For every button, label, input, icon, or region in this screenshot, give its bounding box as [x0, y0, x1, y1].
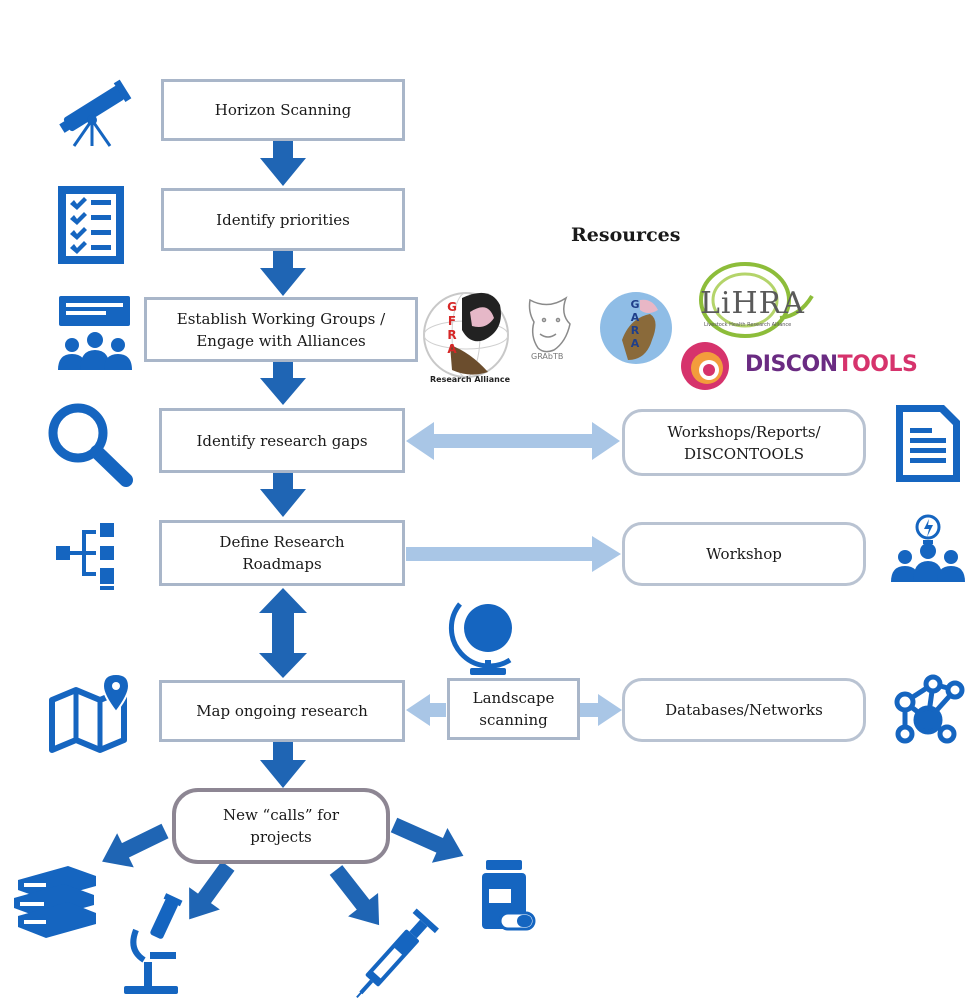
- lihra-logo: [699, 262, 814, 338]
- arrow-to-syringe: [329, 865, 380, 926]
- arrow-down-3: [260, 362, 306, 405]
- workshops-reports-label-line1: Workshops/Reports/: [667, 422, 821, 441]
- arrow-landscape-databases: [580, 694, 622, 726]
- arrow-down-1: [260, 140, 306, 186]
- discontools-logo: [681, 342, 729, 390]
- arrow-to-books: [102, 823, 169, 868]
- horizon-scanning-label: Horizon Scanning: [214, 101, 352, 119]
- resources-heading: Resources: [571, 224, 681, 246]
- identify-priorities-label: Identify priorities: [216, 210, 350, 229]
- arrow-down-4: [260, 473, 306, 517]
- discontools-part-a: DISCON: [745, 352, 838, 377]
- map-ongoing-research-box: Map ongoing research: [159, 680, 405, 742]
- arrow-roadmaps-workshop: [406, 536, 621, 572]
- databases-networks-box: Databases/Networks: [622, 678, 866, 742]
- gara-letter-a: A: [630, 311, 640, 324]
- arrow-landscape-map: [406, 694, 446, 726]
- research-gaps-box: Identify research gaps: [159, 408, 405, 473]
- landscape-scanning-label-line2: scanning: [479, 711, 548, 729]
- gfra-letter-g: G: [447, 300, 457, 314]
- research-roadmaps-box: Define Research Roadmaps: [159, 520, 405, 586]
- working-groups-label-line1: Establish Working Groups /: [176, 309, 386, 328]
- new-calls-label-line1: New “calls” for: [222, 806, 340, 824]
- gara-letters: G A R A: [629, 298, 641, 350]
- working-groups-box: Establish Working Groups / Engage with A…: [144, 297, 418, 362]
- arrow-to-microscope: [189, 861, 235, 920]
- gfra-letter-r: R: [447, 328, 457, 342]
- globe-icon: [448, 602, 512, 675]
- research-gaps-label: Identify research gaps: [196, 431, 368, 450]
- lihra-caption: Livestock Health Research Alliance: [704, 322, 792, 328]
- gfra-letter-a: A: [447, 342, 457, 356]
- workshop-label: Workshop: [706, 545, 782, 563]
- research-roadmaps-label-line2: Roadmaps: [242, 555, 322, 573]
- gfra-caption: Research Alliance: [430, 375, 511, 384]
- arrow-double-5: [259, 588, 307, 678]
- gara-letter-r: R: [630, 324, 640, 337]
- arrow-down-6: [260, 742, 306, 788]
- workshops-reports-label-line2: DISCONTOOLS: [684, 444, 804, 463]
- arrow-to-bottle: [390, 817, 464, 863]
- databases-networks-label: Databases/Networks: [665, 701, 823, 719]
- gfra-logo: [423, 292, 509, 378]
- medicine-bottle-icon: [482, 860, 536, 931]
- telescope-icon: [59, 79, 132, 147]
- syringe-icon: [356, 908, 439, 999]
- grabtb-logo: [528, 296, 571, 353]
- workshops-reports-box: Workshops/Reports/ DISCONTOOLS: [622, 409, 866, 476]
- working-groups-label-line2: Engage with Alliances: [196, 331, 366, 350]
- workshop-box: Workshop: [622, 522, 866, 586]
- discontools-wordmark: DISCONTOOLS: [745, 352, 918, 377]
- main-flow-arrows: [259, 140, 307, 788]
- research-roadmaps-label-line1: Define Research: [219, 533, 345, 551]
- discontools-part-b: TOOLS: [837, 352, 918, 377]
- microscope-icon: [124, 893, 183, 994]
- magnifier-icon: [48, 403, 133, 487]
- map-ongoing-research-label: Map ongoing research: [196, 702, 368, 720]
- checklist-icon: [58, 186, 124, 264]
- gara-logo: [600, 292, 672, 364]
- new-calls-box: New “calls” for projects: [172, 788, 390, 864]
- grabtb-label: GRAbTB: [531, 352, 564, 361]
- books-icon: [14, 866, 96, 938]
- hierarchy-icon: [56, 523, 114, 590]
- identify-priorities-box: Identify priorities: [161, 188, 405, 251]
- gara-letter-g: G: [630, 298, 640, 311]
- gara-letter-a2: A: [630, 337, 640, 350]
- horizon-scanning-box: Horizon Scanning: [161, 79, 405, 141]
- calls-arrows: [102, 817, 464, 926]
- idea-team-icon: [891, 514, 965, 582]
- gfra-letter-f: F: [447, 314, 457, 328]
- new-calls-label-line2: projects: [250, 828, 312, 846]
- landscape-scanning-box: Landscape scanning: [447, 678, 580, 740]
- lihra-wordmark: LiHRA: [700, 286, 805, 321]
- landscape-scanning-label-line1: Landscape: [472, 689, 555, 707]
- arrow-gaps-workshops: [406, 422, 620, 460]
- gfra-letters: G F R A: [445, 300, 459, 356]
- arrow-down-2: [260, 251, 306, 296]
- document-icon: [896, 405, 960, 482]
- presentation-group-icon: [58, 296, 132, 370]
- folded-map-icon: [49, 672, 131, 753]
- network-icon: [894, 674, 965, 744]
- side-arrows: [406, 422, 622, 726]
